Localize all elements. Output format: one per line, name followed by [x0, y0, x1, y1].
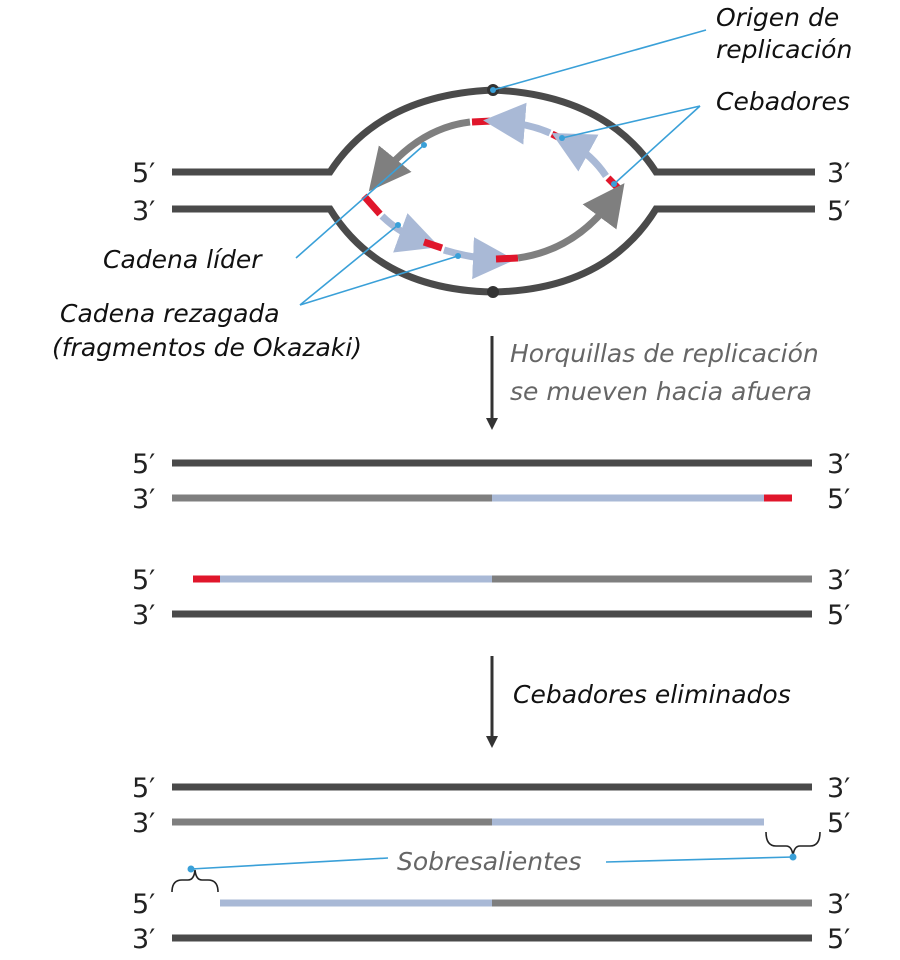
pointer-primer-2 [613, 105, 701, 185]
end-label: 5′ [132, 889, 155, 920]
parent-strand-bottom [172, 205, 815, 296]
overhang-brace-left [171, 869, 219, 893]
pointer-dot [559, 135, 565, 141]
daughter-duplex-1 [172, 459, 812, 502]
overhang-brace-right [765, 831, 821, 857]
primers-label: Cebadores [716, 87, 850, 116]
final-duplex-2 [172, 899, 812, 942]
end-label: 5′ [132, 449, 155, 480]
pointer-lagging-2 [299, 255, 459, 306]
end-label: 3′ [132, 196, 155, 227]
end-label: 5′ [827, 808, 850, 839]
primer-bottom-2 [422, 238, 444, 252]
lagging-strand-label: (fragmentos de Okazaki) [52, 333, 362, 362]
step2-label: Cebadores eliminados [513, 680, 791, 709]
pointer-dot [611, 181, 617, 187]
end-label: 5′ [132, 158, 155, 189]
leading-strand-label: Cadena líder [103, 245, 263, 274]
end-label: 3′ [827, 158, 850, 189]
pointer-lagging-1 [299, 224, 399, 306]
lagging-strand-label: Cadena rezagada [60, 299, 280, 328]
okazaki-top-2 [551, 132, 609, 178]
okazaki-top-1 [483, 102, 552, 145]
pointer-origin [492, 29, 707, 91]
daughter-duplex-2 [172, 575, 812, 618]
pointer-leading [295, 144, 425, 259]
end-label: 3′ [827, 889, 850, 920]
pointer-primer-1 [561, 105, 701, 139]
end-label: 3′ [132, 924, 155, 955]
end-label: 5′ [827, 600, 850, 631]
pointer-overhang-right [605, 856, 794, 863]
pointer-dot [421, 142, 427, 148]
pointer-dot [455, 253, 461, 259]
end-label: 3′ [827, 773, 850, 804]
end-label: 3′ [827, 565, 850, 596]
pointer-dot [395, 222, 401, 228]
origin-label: Origen de [716, 3, 839, 32]
primer-bottom-1 [361, 193, 383, 217]
end-label: 5′ [827, 196, 850, 227]
leading-strand-bottom [517, 183, 625, 262]
end-label: 5′ [132, 773, 155, 804]
final-duplex-1 [172, 783, 812, 826]
end-label: 5′ [827, 924, 850, 955]
replication-bubble [172, 84, 815, 298]
end-label: 5′ [827, 484, 850, 515]
pointer-dot [789, 853, 797, 861]
pointer-lines [295, 29, 707, 306]
origin-dot-bottom [487, 286, 499, 298]
primer-top-left [471, 117, 493, 126]
primer-bottom-right [495, 254, 519, 263]
origin-label: replicación [716, 35, 852, 64]
pointer-overhang-left [190, 857, 389, 870]
end-label: 3′ [132, 484, 155, 515]
end-label: 3′ [132, 808, 155, 839]
step1-label: se mueven hacia afuera [510, 377, 812, 406]
pointer-dot [490, 87, 496, 93]
end-label: 3′ [132, 600, 155, 631]
okazaki-bottom-2 [442, 237, 515, 280]
leading-strand-top [368, 118, 471, 192]
okazaki-bottom-1 [379, 213, 440, 253]
pointer-dot [187, 865, 195, 873]
end-label: 5′ [132, 565, 155, 596]
end-label: 3′ [827, 449, 850, 480]
step1-label: Horquillas de replicación [510, 339, 819, 368]
overhangs-label: Sobresalientes [397, 847, 581, 876]
